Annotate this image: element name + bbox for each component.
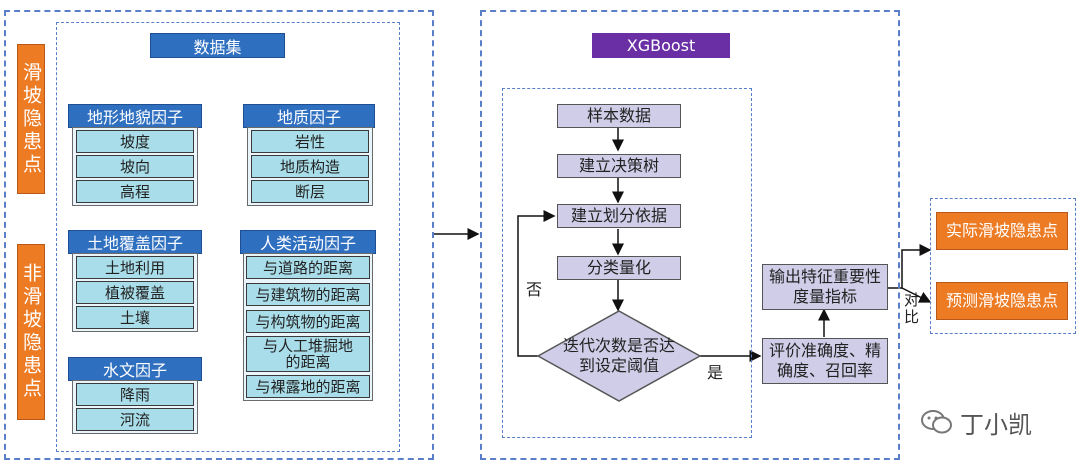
factor-dist-structure: 与构筑物的距离	[246, 310, 370, 333]
decision-diamond	[537, 310, 701, 402]
geology-group-title: 地质因子	[243, 104, 375, 128]
evaluate-metrics-box: 评价准确度、精确度、召回率	[762, 338, 888, 384]
hydro-group-title: 水文因子	[68, 357, 202, 381]
factor-lithology: 岩性	[251, 130, 369, 153]
factor-rainfall: 降雨	[76, 383, 194, 406]
factor-dist-bare-land: 与裸露地的距离	[246, 375, 370, 398]
step-split-criteria: 建立划分依据	[557, 204, 681, 228]
decision-text: 迭代次数是否达到设定阈值	[562, 336, 675, 375]
compare-panel	[930, 198, 1076, 334]
landslide-points-label: 滑坡隐患点	[17, 44, 45, 194]
xgboost-panel	[480, 10, 900, 460]
factor-river: 河流	[76, 408, 194, 431]
step-classify-quantify: 分类量化	[557, 256, 681, 280]
factor-land-use: 土地利用	[76, 256, 194, 279]
feature-importance-box: 输出特征重要性度量指标	[762, 264, 888, 310]
xgboost-title: XGBoost	[592, 33, 730, 58]
factor-elevation: 高程	[76, 180, 194, 203]
factor-dist-excavation: 与人工堆掘地的距离	[246, 336, 370, 372]
factor-aspect: 坡向	[76, 155, 194, 178]
actual-landslide-box: 实际滑坡隐患点	[936, 212, 1068, 250]
compare-label: 对比	[904, 291, 920, 326]
human-group-title: 人类活动因子	[240, 230, 376, 254]
arrow-to-actual	[886, 244, 932, 289]
dataset-inner-box	[56, 22, 400, 452]
factor-dist-building: 与建筑物的距离	[246, 283, 370, 306]
landcover-group-title: 土地覆盖因子	[68, 230, 202, 254]
step-sample-data: 样本数据	[557, 104, 681, 128]
no-label: 否	[526, 280, 543, 299]
factor-slope: 坡度	[76, 130, 194, 153]
factor-fault: 断层	[251, 180, 369, 203]
xgboost-inner-box	[502, 88, 752, 438]
watermark: 丁小凯	[920, 404, 1070, 440]
watermark-text: 丁小凯	[960, 410, 1032, 439]
terrain-group-title: 地形地貌因子	[68, 104, 202, 128]
step-build-tree: 建立决策树	[557, 154, 681, 178]
factor-geologic-structure: 地质构造	[251, 155, 369, 178]
arrow-no-loop	[517, 210, 556, 357]
factor-vegetation: 植被覆盖	[76, 281, 194, 304]
predicted-landslide-box: 预测滑坡隐患点	[936, 282, 1068, 320]
factor-soil: 土壤	[76, 306, 194, 329]
non-landslide-points-label: 非滑坡隐患点	[17, 244, 45, 420]
factor-dist-road: 与道路的距离	[246, 256, 370, 279]
wechat-icon	[921, 410, 952, 434]
dataset-title: 数据集	[150, 33, 285, 58]
dataset-panel	[4, 10, 434, 460]
arrow-to-predicted	[901, 287, 932, 303]
yes-label: 是	[707, 363, 724, 382]
